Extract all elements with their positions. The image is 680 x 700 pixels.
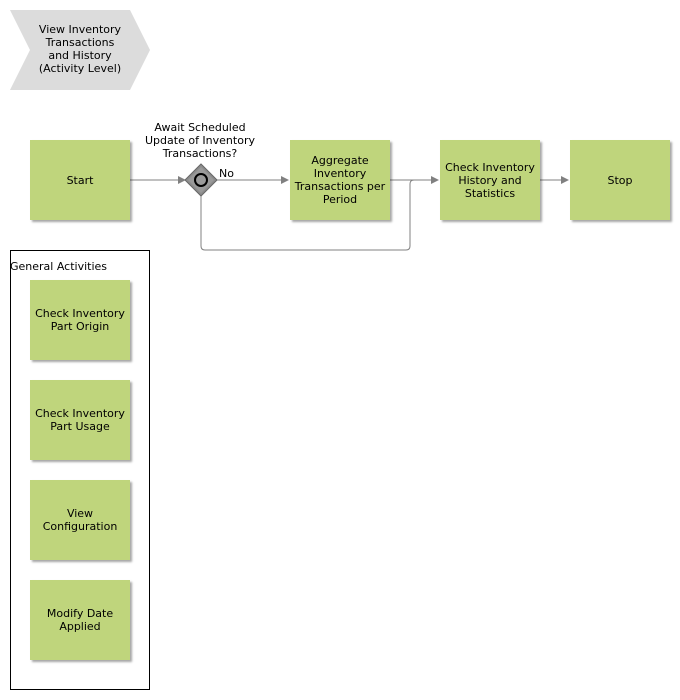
general-activity-view-configuration[interactable]: View Configuration — [30, 480, 130, 560]
general-activity-check-part-usage[interactable]: Check Inventory Part Usage — [30, 380, 130, 460]
check-history-label: Check Inventory History and Statistics — [445, 160, 535, 200]
gateway-no-label: No — [219, 167, 234, 180]
gateway-diamond[interactable] — [184, 163, 218, 197]
aggregate-transactions-label: Aggregate Inventory Transactions per Per… — [294, 154, 386, 206]
general-activity-label: View Configuration — [42, 507, 118, 533]
stop-event[interactable]: Stop — [570, 140, 670, 220]
general-activity-check-part-origin[interactable]: Check Inventory Part Origin — [30, 280, 130, 360]
header-chevron-shape — [10, 10, 150, 90]
start-label: Start — [66, 173, 94, 187]
aggregate-transactions-activity[interactable]: Aggregate Inventory Transactions per Per… — [290, 140, 390, 220]
general-activity-label: Check Inventory Part Usage — [35, 407, 125, 433]
connector-gateway-bypass — [200, 179, 438, 251]
stop-label: Stop — [607, 173, 633, 187]
general-activity-label: Check Inventory Part Origin — [35, 307, 125, 333]
page-title: View Inventory Transactions and History … — [38, 23, 122, 75]
general-activities-pool — [10, 250, 150, 690]
general-activities-title: General Activities — [10, 260, 108, 273]
check-history-activity[interactable]: Check Inventory History and Statistics — [440, 140, 540, 220]
gateway-question-label: Await Scheduled Update of Inventory Tran… — [145, 121, 255, 160]
start-event[interactable]: Start — [30, 140, 130, 220]
general-activity-label: Modify Date Applied — [46, 607, 114, 633]
general-activity-modify-date-applied[interactable]: Modify Date Applied — [30, 580, 130, 660]
